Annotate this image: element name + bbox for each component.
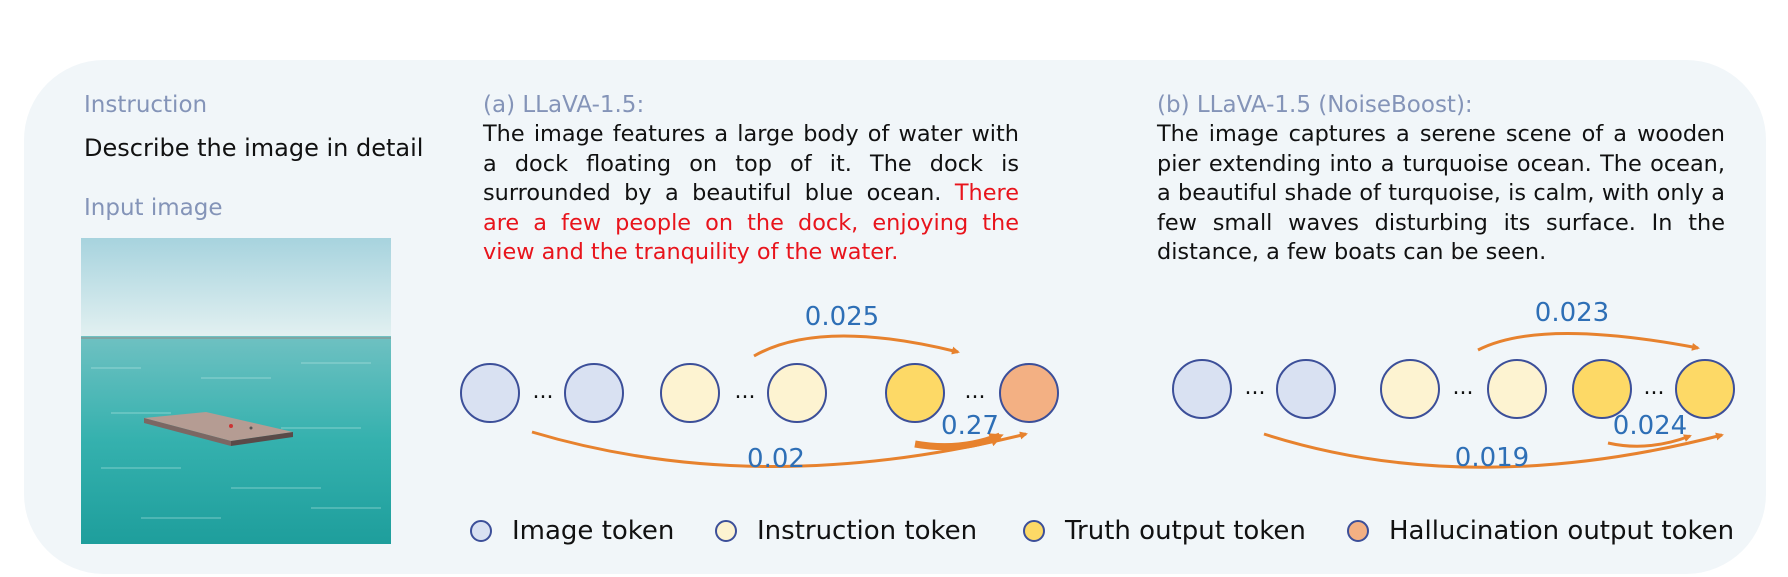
panel-b-ellipsis-3: ...	[1644, 375, 1665, 400]
legend-item-truth-token: Truth output token	[1023, 514, 1306, 548]
panel-a-hallucination-token	[999, 363, 1059, 423]
legend-dot-hallucination	[1347, 520, 1369, 542]
legend-item-instruction-token: Instruction token	[715, 514, 977, 548]
panel-a-ellipsis-3: ...	[965, 379, 986, 404]
panel-b-instruction-token-1	[1380, 359, 1440, 419]
panel-b-value-instruction: 0.023	[1535, 298, 1609, 328]
panel-a-truthful-text: The image features a large body of water…	[483, 121, 1019, 206]
panel-b-instruction-token-2	[1487, 359, 1547, 419]
legend-item-hallucination-token: Hallucination output token	[1347, 514, 1734, 548]
panel-b-value-truth: 0.024	[1613, 411, 1687, 441]
panel-a-instruction-token-1	[660, 363, 720, 423]
legend-dot-instruction	[715, 520, 737, 542]
legend-label-image: Image token	[512, 516, 675, 546]
panel-b-arrow-image	[1263, 432, 1724, 469]
panel-b-arrow-instruction	[1477, 332, 1700, 352]
panel-b-truth-token-2	[1675, 359, 1735, 419]
panel-a-heading: (a) LLaVA-1.5:	[483, 92, 645, 118]
panel-a-truth-token	[885, 363, 945, 423]
panel-a-value-instruction: 0.025	[805, 302, 879, 332]
panel-b-truth-token-1	[1572, 359, 1632, 419]
legend-dot-truth	[1023, 520, 1045, 542]
panel-a-value-truth: 0.27	[941, 411, 999, 441]
panel-a-image-token-2	[564, 363, 624, 423]
panel-b-arrow-truth	[1607, 434, 1692, 448]
instruction-heading: Instruction	[84, 92, 208, 118]
legend-label-hallucination: Hallucination output token	[1389, 516, 1735, 546]
legend-label-truth: Truth output token	[1065, 516, 1306, 546]
legend-item-image-token: Image token	[470, 514, 674, 548]
panel-a-image-token-1	[460, 363, 520, 423]
panel-b-image-token-1	[1172, 359, 1232, 419]
panel-a-arrow-truth	[914, 432, 1004, 451]
panel-b-response: The image captures a serene scene of a w…	[1157, 121, 1725, 265]
panel-a-ellipsis-1: ...	[533, 379, 554, 404]
legend-label-instruction: Instruction token	[757, 516, 978, 546]
panel-b-image-token-2	[1276, 359, 1336, 419]
panel-a-value-image: 0.02	[747, 444, 805, 474]
panel-b-ellipsis-1: ...	[1245, 375, 1266, 400]
panel-b-heading: (b) LLaVA-1.5 (NoiseBoost):	[1157, 92, 1473, 118]
panel-b-value-image: 0.019	[1455, 443, 1529, 473]
panel-a-ellipsis-2: ...	[735, 379, 756, 404]
panel-b-ellipsis-2: ...	[1453, 375, 1474, 400]
panel-a-instruction-token-2	[767, 363, 827, 423]
input-image-heading: Input image	[84, 195, 223, 221]
panel-a-response: The image features a large body of water…	[483, 120, 1019, 268]
panel-a-hallucinated-text: There are a few people on the dock, enjo…	[483, 180, 1019, 265]
instruction-text: Describe the image in detail	[84, 134, 424, 162]
legend-dot-image	[470, 520, 492, 542]
panel-a-arrow-instruction	[753, 334, 960, 358]
input-image	[81, 238, 391, 544]
